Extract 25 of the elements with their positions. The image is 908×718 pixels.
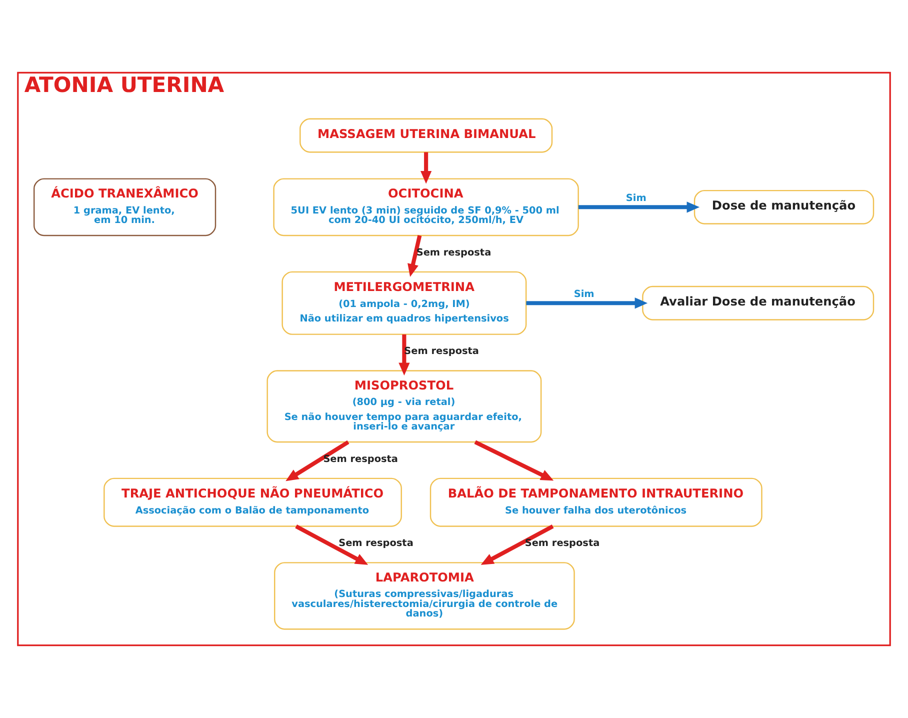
arrow bbox=[526, 298, 648, 309]
node-box: OCITOCINA 5UI EV lento (3 min) seguido de SF 0,9% - 500 ml com 20-40 UI ocitócito, 250ml/h, EV bbox=[273, 178, 579, 236]
arrow bbox=[474, 440, 554, 481]
node-box: MASSAGEM UTERINA BIMANUAL bbox=[300, 118, 553, 153]
arrow bbox=[286, 440, 350, 482]
edge-label: Sem resposta bbox=[338, 538, 414, 550]
arrow bbox=[398, 334, 410, 376]
node-box: BALÃO DE TAMPONAMENTO INTRAUTERINO Se houver falha dos uterotônicos bbox=[430, 478, 762, 527]
edge-label: Sem resposta bbox=[323, 454, 398, 465]
arrow bbox=[578, 202, 700, 213]
node-box: LAPAROTOMIA (Suturas compressivas/ligaduras vasculares/histerectomia/cirurgia de controle de danos) bbox=[274, 562, 575, 630]
edge-label: Sem resposta bbox=[416, 247, 492, 258]
arrow bbox=[408, 235, 422, 277]
node-box: Dose de manutenção bbox=[694, 190, 874, 224]
node-box: TRAJE ANTICHOQUE NÃO PNEUMÁTICO Associação com o Balão de tamponamento bbox=[104, 478, 402, 527]
edge-label: Sim bbox=[574, 289, 594, 300]
node-box: MISOPROSTOL (800 µg - via retal) Se não houver tempo para aguardar efeito, inseri-lo e avançar bbox=[266, 370, 542, 443]
edge-label: Sem resposta bbox=[524, 538, 600, 550]
arrow bbox=[420, 152, 432, 184]
node-box: METILERGOMETRINA (01 ampola - 0,2mg, IM) Não utilizar em quadros hipertensivos bbox=[282, 271, 527, 335]
arrow bbox=[480, 524, 554, 565]
node-box: Avaliar Dose de manutenção bbox=[642, 286, 874, 320]
arrow bbox=[295, 524, 368, 565]
node-box: ÁCIDO TRANEXÂMICO 1 grama, EV lento, em 10 min. bbox=[33, 178, 216, 236]
edge-label: Sim bbox=[626, 193, 646, 204]
